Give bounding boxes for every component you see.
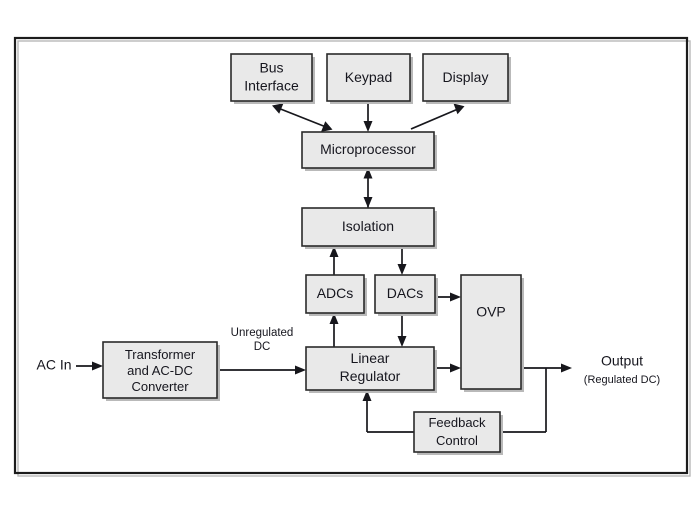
- node-label-ovp: OVP: [476, 304, 506, 320]
- label-ac-in: AC In: [36, 357, 71, 373]
- node-linear-regulator[interactable]: Linear Regulator: [305, 346, 437, 393]
- edge-output-to-feedback: [500, 368, 547, 433]
- node-adcs[interactable]: ADCs: [305, 274, 367, 316]
- node-label-dacs: DACs: [387, 285, 424, 301]
- edge-bus-interface-microprocessor: [272, 103, 333, 132]
- edge-isolation-to-dacs: [397, 246, 407, 275]
- connection-layer: [76, 101, 572, 433]
- node-label-isolation: Isolation: [342, 218, 394, 234]
- label-output: Output: [601, 353, 643, 369]
- node-display[interactable]: Display: [422, 53, 511, 104]
- node-label-display: Display: [443, 69, 489, 85]
- edge-dacs-to-regulator: [397, 313, 407, 347]
- node-label-feedback-control-line1: Feedback: [428, 415, 486, 430]
- label-output-regulated-dc: (Regulated DC): [584, 374, 660, 386]
- edge-adcs-to-isolation: [329, 246, 339, 275]
- label-unregulated-dc-line2: DC: [254, 341, 271, 353]
- node-label-bus-interface-line2: Interface: [244, 78, 299, 94]
- edge-ovp-to-output: [521, 363, 572, 373]
- node-label-transformer-line3: Converter: [131, 379, 189, 394]
- edge-transformer-to-regulator: [217, 365, 306, 375]
- edge-regulator-to-adcs: [329, 313, 339, 347]
- node-feedback-control[interactable]: Feedback Control: [413, 411, 503, 455]
- node-label-linear-regulator-line2: Regulator: [340, 368, 401, 384]
- node-label-bus-interface-line1: Bus: [259, 60, 283, 76]
- node-label-adcs: ADCs: [317, 285, 354, 301]
- node-keypad[interactable]: Keypad: [326, 53, 413, 104]
- node-label-transformer-line2: and AC-DC: [127, 363, 193, 378]
- node-isolation[interactable]: Isolation: [301, 207, 437, 249]
- edge-dacs-to-ovp: [435, 292, 461, 302]
- label-unregulated-dc-line1: Unregulated: [231, 327, 294, 339]
- node-ovp[interactable]: OVP: [460, 274, 524, 392]
- node-label-linear-regulator-line1: Linear: [351, 350, 390, 366]
- node-transformer[interactable]: Transformer and AC-DC Converter: [102, 341, 220, 401]
- node-label-keypad: Keypad: [345, 69, 392, 85]
- edge-regulator-to-ovp: [434, 363, 461, 373]
- diagram-frame: [13, 36, 691, 477]
- node-dacs[interactable]: DACs: [374, 274, 438, 316]
- edge-ac-in-to-transformer: [76, 361, 103, 371]
- node-label-microprocessor: Microprocessor: [320, 141, 416, 157]
- node-bus-interface[interactable]: Bus Interface: [230, 53, 315, 104]
- node-label-feedback-control-line2: Control: [436, 433, 478, 448]
- node-microprocessor[interactable]: Microprocessor: [301, 131, 437, 171]
- edge-keypad-to-microprocessor: [363, 101, 373, 132]
- edge-microprocessor-isolation: [363, 167, 373, 209]
- node-label-transformer-line1: Transformer: [125, 347, 196, 362]
- edge-feedback-to-regulator: [362, 390, 414, 433]
- edge-microprocessor-to-display: [410, 103, 465, 130]
